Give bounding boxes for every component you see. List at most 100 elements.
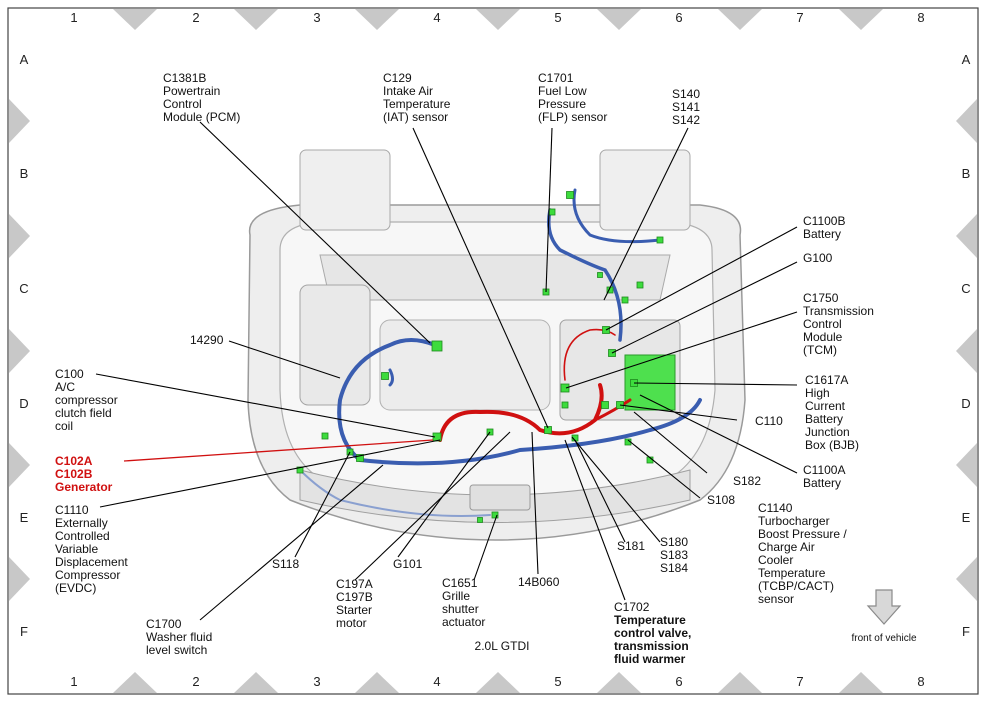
border-triangle	[9, 329, 30, 373]
label-line: Module	[803, 330, 843, 344]
connector-mark	[566, 191, 574, 199]
label-line: C197A	[336, 577, 373, 591]
leader-line-red	[123, 439, 434, 462]
leader-line	[574, 439, 626, 543]
leader-line	[564, 439, 626, 601]
label-s118: S118	[272, 557, 299, 571]
label-line: S118	[272, 557, 299, 571]
leader-line	[633, 382, 798, 386]
grid-row-label: D	[19, 396, 28, 411]
harness-blue	[299, 188, 702, 517]
leader-line	[531, 431, 539, 575]
connector-mark	[356, 454, 364, 462]
label-line: Boost Pressure /	[758, 527, 847, 541]
grid-col-label: 6	[675, 10, 682, 25]
label-line: (EVDC)	[55, 581, 96, 595]
label-line: Battery	[805, 412, 843, 426]
grid-col-label: 5	[554, 674, 561, 689]
label-line: C1140	[758, 501, 793, 515]
connector-mark	[381, 372, 389, 380]
label-line: C1100A	[803, 463, 845, 477]
grid-row-label: E	[962, 510, 971, 525]
grid-col-label: 2	[192, 674, 199, 689]
label-line: Charge Air	[758, 540, 815, 554]
leader-line	[605, 226, 798, 331]
leader-line	[199, 121, 431, 344]
label-s108: S108	[707, 493, 735, 507]
leader-line	[619, 404, 738, 421]
label-line: Control	[163, 97, 202, 111]
leader-line	[99, 439, 441, 508]
label-line: C197B	[336, 590, 373, 604]
label-s181: S181	[617, 539, 645, 553]
grid-row-label: A	[962, 52, 971, 67]
label-line: (IAT) sensor	[383, 110, 448, 124]
label-line: S184	[660, 561, 688, 575]
border-triangle	[476, 9, 520, 30]
label-line: Temperature	[614, 613, 686, 627]
label-line: Module (PCM)	[163, 110, 240, 124]
label-line: Variable	[55, 542, 98, 556]
grid-col-label: 1	[70, 674, 77, 689]
label-c14290: 14290	[190, 333, 224, 347]
connector-mark	[597, 272, 603, 278]
label-line: C1701	[538, 71, 574, 85]
connector-mark	[431, 340, 443, 352]
grid-col-label: 4	[433, 674, 440, 689]
label-line: G101	[393, 557, 423, 571]
border-triangle	[718, 672, 762, 693]
label-line: S141	[672, 100, 700, 114]
grid-row-label: F	[962, 624, 970, 639]
label-line: C1750	[803, 291, 839, 305]
label-line: Grille	[442, 589, 470, 603]
label-line: coil	[55, 419, 73, 433]
border-triangle	[718, 9, 762, 30]
grid-col-label: 5	[554, 10, 561, 25]
label-line: C1617A	[805, 373, 848, 387]
grid-row-label: E	[20, 510, 29, 525]
connector-mark	[656, 236, 664, 244]
vehicle-body	[247, 149, 746, 541]
connector-mark	[621, 296, 629, 304]
leader-line	[294, 451, 351, 558]
grid-row-label: D	[961, 396, 970, 411]
label-line: Compressor	[55, 568, 120, 582]
label-g101: G101	[393, 557, 423, 571]
border-triangle	[355, 672, 399, 693]
label-line: sensor	[758, 592, 794, 606]
label-line: control valve,	[614, 626, 691, 640]
connector-mark	[477, 517, 483, 523]
label-line: C1100B	[803, 214, 845, 228]
border-triangle	[597, 9, 641, 30]
grid-col-label: 2	[192, 10, 199, 25]
label-line: C102A	[55, 454, 93, 468]
label-line: Battery	[803, 227, 841, 241]
leader-line	[473, 514, 498, 581]
grid-col-label: 8	[917, 10, 924, 25]
label-line: transmission	[614, 639, 689, 653]
label-line: Intake Air	[383, 84, 433, 98]
leader-line	[611, 261, 798, 354]
label-line: S140	[672, 87, 700, 101]
leader-lines	[95, 121, 798, 621]
grid-row-label: C	[19, 281, 28, 296]
label-line: Displacement	[55, 555, 128, 569]
border-triangle	[956, 557, 977, 601]
label-line: Temperature	[758, 566, 826, 580]
grid-row-label: F	[20, 624, 28, 639]
label-line: Turbocharger	[758, 514, 830, 528]
